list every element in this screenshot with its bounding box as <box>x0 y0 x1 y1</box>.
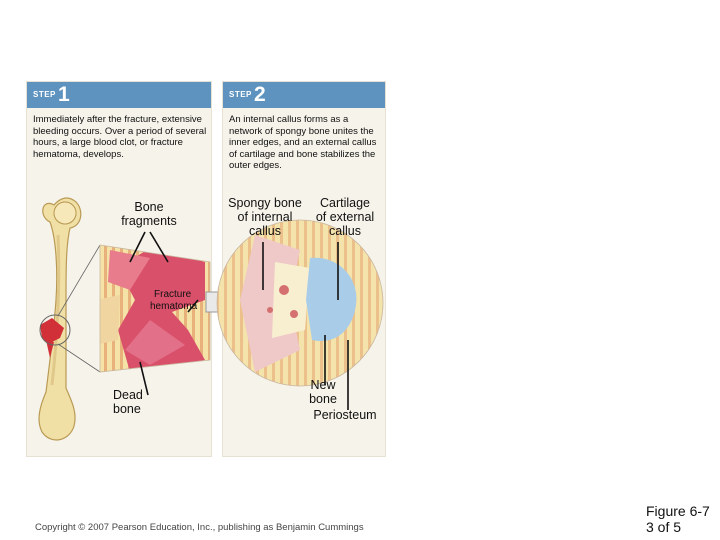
spongy-bone-line-2: of internal <box>237 210 293 224</box>
cartilage-line-3: callus <box>329 224 361 238</box>
step-1-header: STEP 1 <box>27 82 211 108</box>
copyright-notice: Copyright © 2007 Pearson Education, Inc.… <box>35 522 364 533</box>
zoom-line-bottom <box>57 343 101 373</box>
new-bone-line-2: bone <box>309 392 337 406</box>
step-2-header: STEP 2 <box>223 82 385 108</box>
step-1-description: Immediately after the fracture, extensiv… <box>33 114 207 160</box>
periosteum-label: Periosteum <box>313 408 377 422</box>
fracture-hematoma-view <box>100 245 210 372</box>
cartilage-line-2: of external <box>315 210 375 224</box>
fracture-hematoma-line-2: hematoma <box>150 301 198 312</box>
dead-bone-line-1: Dead <box>113 388 143 402</box>
fracture-hematoma-label: Fracture hematoma <box>150 289 210 313</box>
leader-lines <box>129 231 349 410</box>
page-indicator: 3 of 5 <box>646 519 682 535</box>
step-2-description: An internal callus forms as a network of… <box>229 114 377 172</box>
fracture-hematoma-line-1: Fracture <box>154 289 192 300</box>
zoom-circle <box>39 314 71 346</box>
step-1-number: 1 <box>58 83 70 106</box>
callus-view <box>217 220 383 386</box>
step-2-number: 2 <box>254 83 266 106</box>
cartilage-line-1: Cartilage <box>319 196 371 210</box>
spongy-bone-line-3: callus <box>249 224 281 238</box>
step-2-word: STEP <box>229 90 252 99</box>
spongy-bone-line-1: Spongy bone <box>228 196 302 210</box>
new-bone-line-1: New <box>310 378 336 392</box>
femur-bone <box>38 197 82 441</box>
zoom-line-top <box>57 244 101 317</box>
step-1-word: STEP <box>33 90 56 99</box>
bone-fragments-line-1: Bone <box>134 200 164 214</box>
dead-bone-label: Dead bone <box>108 388 150 416</box>
cartilage-label: Cartilage of external callus <box>308 196 382 238</box>
bone-fragments-line-2: fragments <box>121 214 177 228</box>
spongy-bone-label: Spongy bone of internal callus <box>222 196 308 238</box>
new-bone-label: New bone <box>300 378 346 406</box>
bone-fragments-label: Bone fragments <box>112 200 186 228</box>
dead-bone-line-2: bone <box>113 402 141 416</box>
figure-label: Figure 6-7 3 of 5 <box>646 503 710 535</box>
figure-number: Figure 6-7 <box>646 503 710 519</box>
